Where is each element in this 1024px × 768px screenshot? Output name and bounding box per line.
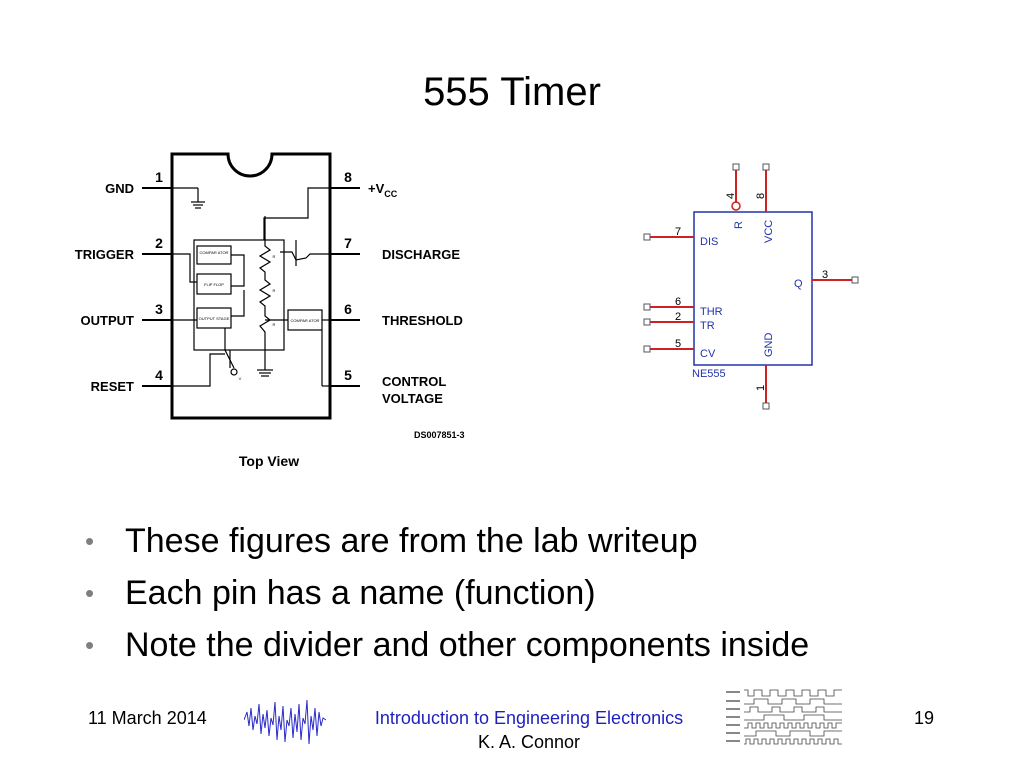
pin-1-number: 1: [155, 169, 163, 185]
schem-pin8-number: 8: [755, 193, 767, 199]
schem-q-label: Q: [794, 278, 803, 290]
schem-part-label: NE555: [692, 368, 726, 380]
pin-output-label: OUTPUT: [81, 313, 135, 328]
bullet-item: •Note the divider and other components i…: [85, 619, 809, 671]
slide-title: 555 Timer: [423, 70, 601, 114]
figure-code: DS007851-3: [414, 430, 465, 440]
flipflop-label: FLIP FLOP: [204, 282, 224, 287]
schem-tr-label: TR: [700, 320, 715, 332]
bullet-item: •These figures are from the lab writeup: [85, 515, 809, 567]
schem-pin1-number: 1: [755, 385, 767, 391]
schem-pin5-number: 5: [675, 338, 681, 350]
footer-date: 11 March 2014: [88, 708, 207, 728]
bullet-dot: •: [85, 578, 95, 608]
pin-threshold-label: THRESHOLD: [382, 313, 463, 328]
schem-pin4-number: 4: [725, 193, 737, 199]
pin-2-number: 2: [155, 235, 163, 251]
pin-3-number: 3: [155, 301, 163, 317]
schem-dis-label: DIS: [700, 236, 718, 248]
timing-waveform-logo: [726, 689, 842, 745]
resistor-r3-label: R: [273, 322, 276, 327]
resistor-r1-label: R: [273, 254, 276, 259]
pin-trigger-label: TRIGGER: [75, 247, 135, 262]
resistor-r2-label: R: [273, 288, 276, 293]
bullet-dot: •: [85, 526, 95, 556]
schem-pin7-number: 7: [675, 226, 681, 238]
pin-control-label: CONTROL: [382, 374, 446, 389]
schem-cv-label: CV: [700, 348, 716, 360]
pinout-diagram: COMPAR ATOR FLIP FLOP OUTPUT STAGE COMPA…: [75, 152, 465, 469]
noise-signal-logo: [244, 699, 326, 745]
pin-4-number: 4: [155, 367, 163, 383]
bullet-list: •These figures are from the lab writeup …: [85, 515, 809, 671]
bullet-dot: •: [85, 630, 95, 660]
ne555-schematic: 7 6 2 5 3 4 8 1 DIS THR TR CV Q R VCC GN…: [643, 163, 859, 410]
pin-7-number: 7: [344, 235, 352, 251]
footer-course-title: Introduction to Engineering Electronics: [374, 708, 684, 728]
page-number: 19: [914, 708, 935, 728]
comparator-label-2: COMPAR ATOR: [291, 318, 320, 323]
schem-pin6-number: 6: [675, 296, 681, 308]
comparator-label-1: COMPAR ATOR: [200, 250, 229, 255]
schem-pin2-number: 2: [675, 311, 681, 323]
pin-8-number: 8: [344, 169, 352, 185]
vref-label: V: [239, 376, 242, 381]
schem-pin3-number: 3: [822, 269, 828, 281]
pin-6-number: 6: [344, 301, 352, 317]
figure-caption: Top View: [239, 453, 299, 469]
bullet-item: •Each pin has a name (function): [85, 567, 809, 619]
pin-gnd-label: GND: [105, 181, 134, 196]
pin-voltage-label: VOLTAGE: [382, 391, 443, 406]
pin-reset-label: RESET: [91, 379, 134, 394]
pin-5-number: 5: [344, 367, 352, 383]
footer-author: K. A. Connor: [477, 732, 581, 752]
schem-vcc-label: VCC: [763, 220, 775, 243]
schem-gnd-label: GND: [763, 333, 775, 358]
schem-r-label: R: [733, 221, 745, 229]
pin-vcc-label: +VCC: [368, 181, 398, 199]
output-stage-label: OUTPUT STAGE: [199, 316, 230, 321]
pin-discharge-label: DISCHARGE: [382, 247, 460, 262]
schem-thr-label: THR: [700, 306, 723, 318]
